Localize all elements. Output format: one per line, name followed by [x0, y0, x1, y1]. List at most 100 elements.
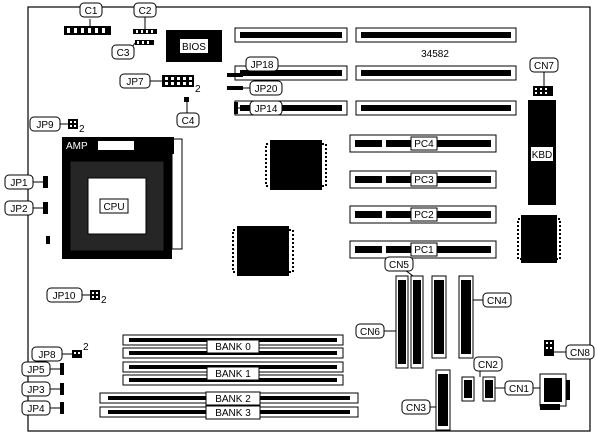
pc3-label: PC3	[414, 175, 434, 186]
jp20-label-box	[249, 80, 283, 96]
cpu-socket: AMP CPU	[46, 137, 183, 259]
jp10-pin-marker: 2	[101, 295, 107, 306]
c3-label: C3	[117, 48, 130, 59]
c1-connector: C1	[64, 2, 111, 35]
jp9-pin-marker: 2	[79, 124, 85, 135]
pc4-label: PC4	[414, 139, 434, 150]
jp2-label: JP2	[10, 204, 28, 215]
jp18-label: JP18	[251, 60, 274, 71]
board-number: 34582	[421, 49, 449, 60]
c2-connector: C2	[133, 2, 157, 34]
jp14-label-box	[249, 100, 283, 116]
c2-label-box	[133, 2, 157, 18]
jp3-label: JP3	[27, 385, 45, 396]
pc1-slot: PC1	[349, 240, 497, 259]
cn7-label: CN7	[534, 61, 554, 72]
chipset-3	[517, 215, 561, 263]
c4-label-box	[176, 112, 200, 128]
cn1-connector: CN1	[495, 373, 570, 410]
cn8-label-box	[565, 344, 595, 360]
bank1-label: BANK 1	[215, 369, 251, 380]
jp10-label: JP10	[53, 291, 76, 302]
jp8-label-box	[31, 346, 63, 362]
pc2-label: PC2	[414, 210, 434, 221]
cn2-connector: CN2	[461, 356, 503, 402]
jp5-label-box	[21, 361, 51, 377]
jp10-jumper: JP10 2	[46, 287, 107, 306]
jp2-jumper: JP2	[4, 200, 48, 216]
kbd-chip: KBD	[528, 100, 556, 205]
jp4-label: JP4	[27, 404, 45, 415]
c3-connector: C3	[111, 40, 154, 60]
jp8-label: JP8	[38, 350, 56, 361]
kbd-label: KBD	[532, 150, 553, 161]
pc1-label: PC1	[414, 245, 434, 256]
cn7-label-box	[529, 57, 559, 73]
cn8-connector: CN8	[544, 340, 595, 360]
cn5-label: CN5	[389, 260, 409, 271]
jp3-label-box	[21, 381, 51, 397]
cn6-connector: CN6	[355, 275, 409, 369]
jp20-jumper: JP20	[227, 80, 283, 96]
bios-chip: BIOS	[166, 30, 222, 62]
board-outline	[27, 6, 591, 432]
pc2-slot: PC2	[349, 205, 497, 224]
bank3-sockets: BANK 3	[99, 405, 359, 420]
jp9-jumper: JP9 2	[29, 116, 85, 135]
jp9-label: JP9	[36, 120, 54, 131]
cpu-label: CPU	[103, 202, 124, 213]
jp8-jumper: JP8 2	[31, 342, 89, 362]
bank2-label: BANK 2	[215, 394, 251, 405]
bios-label: BIOS	[182, 42, 206, 53]
jp20-label: JP20	[255, 84, 278, 95]
cn6-label-box	[355, 323, 385, 339]
amp-label: AMP	[66, 141, 88, 152]
pc3-slot: PC3	[349, 170, 497, 189]
cn4-connector: CN4	[431, 275, 512, 359]
cn2-label-box	[473, 356, 503, 372]
c2-label: C2	[139, 6, 152, 17]
jp7-label: JP7	[126, 77, 144, 88]
cn5-connector: CN5	[384, 256, 424, 369]
cn3-label-box	[401, 399, 431, 415]
cn2-label: CN2	[478, 360, 498, 371]
jp18-jumper: JP18	[227, 56, 279, 77]
jp1-label-box	[4, 174, 34, 190]
chipset-2	[232, 226, 294, 276]
jp3-jumper: JP3	[21, 381, 64, 397]
c4-connector: C4	[176, 97, 200, 128]
pc4-slot: PC4	[349, 134, 497, 153]
bank0-label: BANK 0	[215, 342, 251, 353]
cn5-label-box	[384, 256, 414, 272]
jp4-jumper: JP4	[21, 400, 64, 416]
bank3-label: BANK 3	[215, 408, 251, 419]
chipset-1	[265, 140, 327, 190]
c3-label-box	[111, 44, 135, 60]
jp7-jumper: JP7 2	[119, 73, 201, 95]
jp4-label-box	[21, 400, 51, 416]
jp7-label-box	[119, 73, 151, 89]
cn8-label: CN8	[570, 348, 590, 359]
cn4-label-box	[482, 292, 512, 308]
cn4-label: CN4	[487, 296, 507, 307]
bank1-sockets: BANK 1	[122, 361, 344, 386]
jp14-label: JP14	[255, 104, 278, 115]
jp1-label: JP1	[10, 178, 28, 189]
jp5-jumper: JP5	[21, 361, 64, 377]
jp10-label-box	[46, 287, 83, 303]
bank2-sockets: BANK 2	[99, 391, 359, 406]
jp14-jumper: JP14	[234, 100, 283, 116]
jp5-label: JP5	[27, 365, 45, 376]
jp2-label-box	[4, 200, 34, 216]
c1-label: C1	[85, 6, 98, 17]
c1-label-box	[79, 2, 103, 18]
c4-label: C4	[182, 116, 195, 127]
jp7-pin-marker: 2	[195, 84, 201, 95]
bank0-sockets: BANK 0	[122, 334, 344, 359]
jp8-pin-marker: 2	[83, 342, 89, 353]
jp18-label-box	[245, 56, 279, 72]
jp1-jumper: JP1	[4, 174, 48, 190]
cn7-connector: CN7	[529, 57, 559, 96]
cn1-label: CN1	[509, 384, 529, 395]
